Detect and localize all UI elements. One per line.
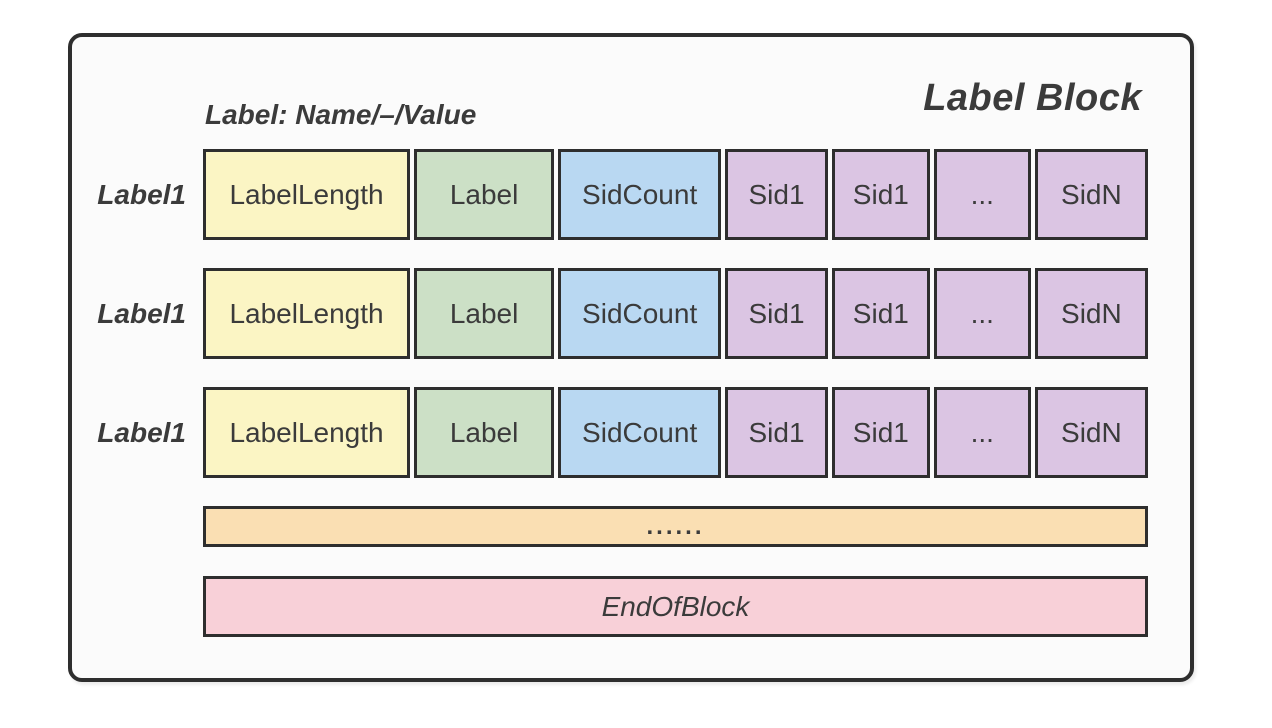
cell-ellipsis: ...	[933, 149, 1031, 240]
cell-labellength: LabelLength	[203, 387, 411, 478]
cell-label: Label	[414, 387, 555, 478]
row-cells: LabelLength Label SidCount Sid1 Sid1 ...…	[203, 149, 1148, 240]
label-row-3: Label1 LabelLength Label SidCount Sid1 S…	[72, 387, 1148, 478]
row-cells: LabelLength Label SidCount Sid1 Sid1 ...…	[203, 387, 1148, 478]
cell-label: Label	[414, 149, 555, 240]
cell-sidn: SidN	[1034, 149, 1148, 240]
label-block-panel: Label Block Label: Name/–/Value Label1 L…	[68, 33, 1194, 682]
row-cells: LabelLength Label SidCount Sid1 Sid1 ...…	[203, 268, 1148, 359]
row-label: Label1	[97, 416, 186, 448]
cell-labellength: LabelLength	[203, 149, 411, 240]
cell-sid1-b: Sid1	[831, 149, 930, 240]
cell-sid1-b: Sid1	[831, 387, 930, 478]
cell-sidcount: SidCount	[558, 149, 722, 240]
label-row-2: Label1 LabelLength Label SidCount Sid1 S…	[72, 268, 1148, 359]
cell-sidcount: SidCount	[558, 268, 722, 359]
end-of-block-text: EndOfBlock	[601, 590, 750, 622]
panel-subtitle: Label: Name/–/Value	[205, 99, 477, 130]
cell-sid1-a: Sid1	[725, 149, 828, 240]
cell-sid1-b: Sid1	[831, 268, 930, 359]
row-label: Label1	[97, 297, 186, 329]
panel-title: Label Block	[923, 77, 1142, 119]
ellipsis-row: ......	[203, 506, 1148, 547]
cell-label: Label	[414, 268, 555, 359]
cell-sidn: SidN	[1034, 387, 1148, 478]
cell-sid1-a: Sid1	[725, 387, 828, 478]
ellipsis-row-text: ......	[646, 512, 705, 540]
cell-labellength: LabelLength	[203, 268, 411, 359]
cell-ellipsis: ...	[933, 268, 1031, 359]
cell-ellipsis: ...	[933, 387, 1031, 478]
row-label: Label1	[97, 178, 186, 210]
cell-sidn: SidN	[1034, 268, 1148, 359]
end-of-block-row: EndOfBlock	[203, 576, 1148, 637]
cell-sid1-a: Sid1	[725, 268, 828, 359]
cell-sidcount: SidCount	[558, 387, 722, 478]
label-row-1: Label1 LabelLength Label SidCount Sid1 S…	[72, 149, 1148, 240]
